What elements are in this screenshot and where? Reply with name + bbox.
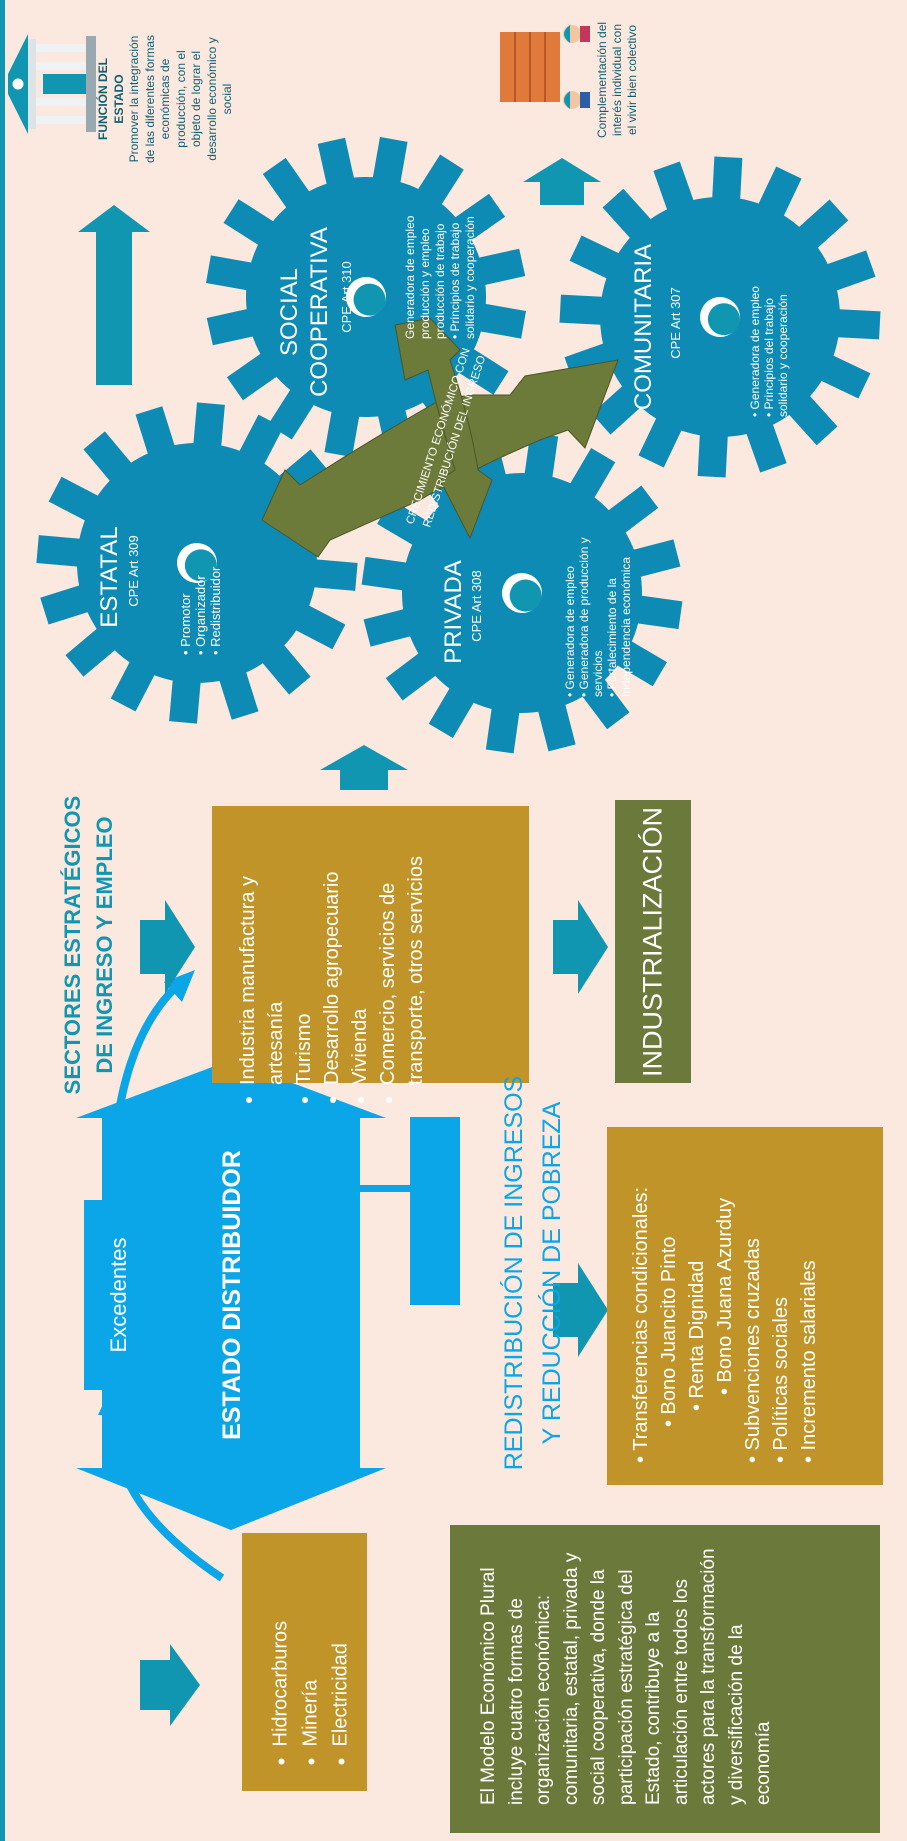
excedentes-box [84,1200,154,1390]
excedentes-label: Excedentes [106,1237,131,1353]
surplus-sectors-list: Hidrocarburos Minería Electricidad [248,1511,363,1769]
complementacion-text: Complementación del interés individual c… [595,21,639,139]
redistribution-item: • Subvenciones cruzadas [742,1238,764,1463]
gear-item: • Promotor [178,593,193,655]
model-text-box [450,1525,880,1833]
gear-item: • Principios del trabajo solidario y coo… [762,294,790,417]
gear-social-name: SOCIAL COOPERATIVA [276,227,333,397]
redistribution-box [607,1127,883,1485]
redistribution-list: • Transferencias condicionales: • Bono J… [607,1127,883,1485]
income-sector-item: Industria manufactura y artesanía [234,836,290,1085]
income-sector-item: Turismo [290,836,318,1085]
estado-distribuidor-arrow [76,1060,460,1530]
gear-estatal-article: CPE Art 309 [126,535,141,607]
gear-item: • Generadora de empleo [748,286,762,417]
gear-item: • Fortalecimiento de la Independencia ec… [605,556,633,697]
redistribution-title: REDISTRIBUCIÓN DE INGRESOS Y REDUCCIÓN D… [500,1075,566,1471]
gear-comunitaria-items: • Generadora de empleo • Principios del … [748,267,790,417]
gear-privada-article: CPE Art 308 [469,570,484,642]
income-sector-item: Vivienda [346,836,374,1085]
redistribution-subitem: • Bono Juana Azurduy [714,1197,736,1395]
model-text: El Modelo Económico Plural incluye cuatr… [478,1548,774,1805]
income-sectors-title: SECTORES ESTRATÉGICOS DE INGRESO Y EMPLE… [60,795,117,1095]
teal-arrow-up-3 [523,158,601,205]
gear-item: • Generadora de producción y servicios [577,537,605,697]
gear-social-article: CPE Art 310 [339,261,354,333]
gear-comunitaria-article: CPE Art 307 [668,287,683,359]
industrializacion-label: INDUSTRIALIZACIÓN [637,806,668,1078]
surplus-sector-item: Hidrocarburos [266,1511,296,1747]
workers-icon [500,25,590,109]
redistribution-subitem: • Renta Dignidad [686,1260,708,1411]
funcion-estado-block: FUNCIÓN DEL ESTADO Promover la integraci… [96,34,270,164]
curved-arrow-head-2 [164,970,195,1002]
gear-item: • Redistribuidor [208,566,223,655]
estado-distribuidor-label: ESTADO DISTRIBUIDOR [218,1150,246,1440]
gear-privada-items: • Generadora de empleo • Generadora de p… [563,527,633,697]
surplus-sector-item: Minería [296,1511,326,1747]
gear-estatal-name: ESTATAL [96,526,123,628]
gear-item: Generadora de empleo producción y empleo… [403,215,447,339]
income-sector-item: Comercio, servicios de transporte, otros… [374,836,430,1085]
surplus-sectors-title: SECTORES ESTRATÉGICOS GENERADORES DE EXC… [0,1648,6,1798]
industrializacion-box [615,800,691,1083]
teal-arrow-1 [140,1644,200,1726]
teal-arrow-up-2 [78,205,150,385]
redistribution-item: • Políticas sociales [770,1297,792,1463]
teal-arrow-3 [553,900,608,994]
growth-redistribution-arrow [261,317,619,558]
income-sectors-box [212,806,529,1083]
gear-item: • Generadora de empleo [563,566,577,697]
gear-comunitaria [551,148,889,486]
income-sector-item: Desarrollo agropecuario [318,836,346,1085]
redistribution-item: • Transferencias condicionales: [630,1186,652,1463]
gear-item: • Organizador [193,575,208,655]
teal-arrow-2 [140,900,195,994]
left-accent-strip [0,0,5,1841]
gear-privada-name: PRIVADA [440,560,467,664]
funcion-estado-text: Promover la integración de las diferente… [127,34,234,164]
gear-social-items: Generadora de empleo producción y empleo… [403,189,477,339]
government-building-icon [8,34,96,134]
teal-arrow-4 [553,1263,608,1357]
surplus-sector-item: Electricidad [326,1511,356,1746]
teal-arrow-up-1 [320,745,408,790]
redistribution-item: • Incremento salariales [798,1260,820,1463]
income-sectors-list: Industria manufactura y artesanía Turism… [212,826,529,1103]
funcion-estado-title: FUNCIÓN DEL ESTADO [96,58,126,140]
gear-comunitaria-name: COMUNITARIA [630,243,657,411]
gear-estatal-items: • Promotor • Organizador • Redistribuido… [178,545,238,655]
surplus-sectors-box [242,1533,367,1791]
redistribution-subitem: • Bono Juancito Pinto [658,1236,680,1427]
